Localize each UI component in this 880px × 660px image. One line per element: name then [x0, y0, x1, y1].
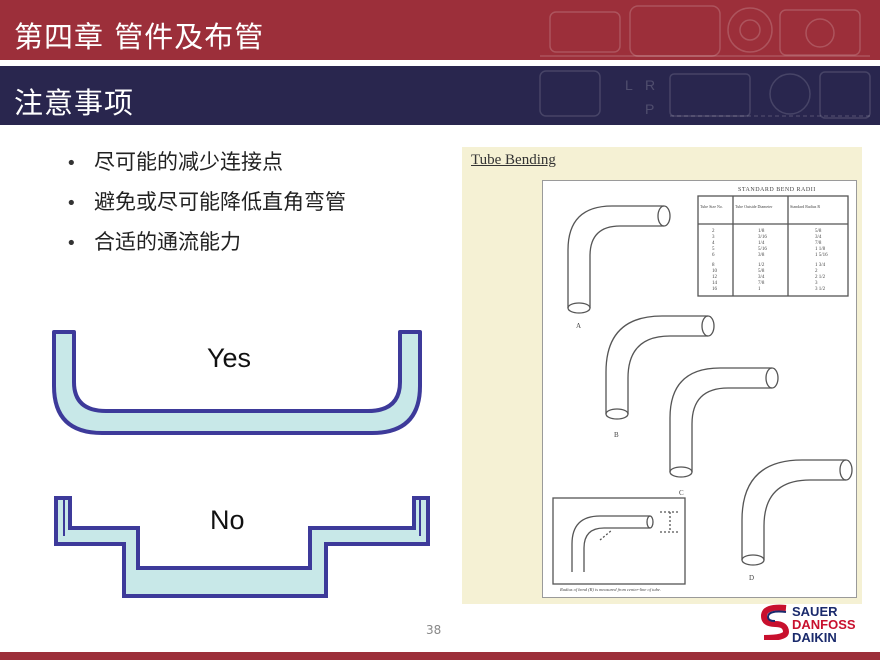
table-cell: 5/8: [815, 229, 822, 234]
yes-label: Yes: [207, 343, 252, 373]
table-cell: 2 1/2: [815, 275, 826, 280]
bullet-list: • 尽可能的减少连接点 • 避免或尽可能降低直角弯管 • 合适的通流能力: [66, 143, 346, 263]
table-cell: 1/4: [758, 241, 765, 246]
bend-b-end: [701, 315, 715, 337]
table-cell: 16: [712, 287, 718, 292]
logo-line-3: DAIKIN: [792, 630, 837, 645]
bend-c-end: [765, 367, 779, 389]
bullet-item: • 避免或尽可能降低直角弯管: [66, 183, 346, 223]
logo-line-2: DANFOSS: [792, 617, 856, 632]
svg-text:R: R: [645, 77, 655, 93]
pipe-no-detail: [63, 498, 421, 536]
table-cell: 4: [712, 241, 715, 246]
letter-b: B: [614, 431, 619, 439]
letter-d: D: [749, 574, 754, 582]
footer-band: [0, 652, 880, 660]
section-title: 注意事项: [14, 86, 135, 120]
letter-c: C: [679, 489, 684, 497]
svg-text:L: L: [625, 77, 633, 93]
table-cell: 5/16: [758, 247, 767, 252]
chapter-title: 第四章 管件及布管: [14, 20, 265, 54]
table-cell: 3: [815, 281, 818, 286]
bullet-text: 合适的通流能力: [94, 230, 241, 254]
table-cell: 7/8: [815, 241, 822, 246]
bend-a-end: [657, 205, 671, 227]
bend-b-end2: [605, 408, 629, 420]
radius-detail-box: [552, 497, 686, 585]
radius-detail-tube: [571, 515, 650, 572]
scan-caption: Radius of bend (R) is measured from cent…: [559, 587, 661, 592]
bullet-item: • 尽可能的减少连接点: [66, 143, 346, 183]
company-logo: SAUER DANFOSS DAIKIN: [760, 604, 870, 644]
table-cell: 1 5/16: [815, 253, 828, 258]
section-band: L R P: [0, 66, 880, 125]
table-cell: 6: [712, 253, 715, 258]
bullet-text: 避免或尽可能降低直角弯管: [94, 190, 346, 214]
bend-a-end2: [567, 302, 591, 314]
table-cell: 3 1/2: [815, 287, 826, 292]
table-cell: 5/8: [758, 269, 765, 274]
table-col-size: Tube Size No.: [700, 204, 723, 209]
bend-b: [605, 315, 708, 414]
bend-radii-table: [697, 195, 849, 297]
radius-detail-dims: [599, 511, 680, 541]
logo-mark-icon: [760, 604, 790, 640]
table-rows: 2 1/8 5/8 3 3/16 3/4 4 1/4 7/8 5 5/16 1 …: [712, 229, 828, 292]
engine-watermark: [540, 5, 870, 57]
table-cell: 3: [712, 235, 715, 240]
table-cell: 3/16: [758, 235, 767, 240]
bend-c-end2: [669, 466, 693, 478]
table-cell: 14: [712, 281, 718, 286]
table-cell: 1/2: [758, 263, 765, 268]
header-divider: [0, 60, 880, 66]
table-cell: 3/4: [815, 235, 822, 240]
table-cell: 1: [758, 287, 761, 292]
table-cell: 2: [712, 229, 715, 234]
table-cell: 12: [712, 275, 718, 280]
bend-c: [669, 367, 772, 472]
bullet-item: • 合适的通流能力: [66, 223, 346, 263]
bend-d-end2: [741, 554, 765, 566]
header-band: [0, 0, 880, 60]
bullet-dot: •: [66, 233, 77, 254]
table-cell: 7/8: [758, 281, 765, 286]
table-cell: 2: [815, 269, 818, 274]
table-cell: 3/4: [758, 275, 765, 280]
logo-line-1: SAUER: [792, 604, 838, 619]
table-cell: 1 3/4: [815, 263, 826, 268]
pipe-no-diagram: [54, 496, 430, 598]
svg-text:P: P: [645, 101, 654, 117]
bullet-dot: •: [66, 153, 77, 174]
pipe-yes-diagram: [52, 330, 422, 435]
letter-a: A: [576, 322, 581, 330]
table-cell: 1 1/8: [815, 247, 826, 252]
table-cell: 10: [712, 269, 718, 274]
bend-a: [567, 205, 664, 308]
bend-d: [741, 459, 846, 560]
table-cell: 8: [712, 263, 715, 268]
scan-sheet: [542, 180, 857, 598]
radius-detail-end: [646, 515, 654, 529]
bend-d-end: [839, 459, 853, 481]
bullet-dot: •: [66, 193, 77, 214]
engine-watermark-lower: L R P: [539, 70, 871, 119]
scan-title: Tube Bending: [471, 152, 556, 168]
bullet-text: 尽可能的减少连接点: [94, 150, 283, 174]
table-cell: 3/8: [758, 253, 765, 258]
table-col-od: Tube Outside Diameter: [735, 204, 773, 209]
table-cell: 1/8: [758, 229, 765, 234]
table-col-radius: Standard Radius R: [790, 204, 820, 209]
table-title: STANDARD BEND RADII: [738, 187, 816, 193]
page-number: 38: [426, 623, 442, 637]
no-label: No: [210, 505, 245, 535]
table-cell: 5: [712, 247, 715, 252]
